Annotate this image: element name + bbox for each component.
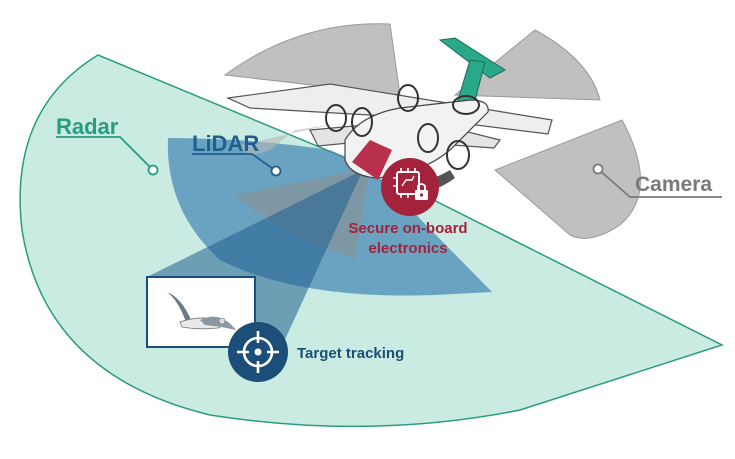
radar-label: Radar — [56, 114, 119, 139]
rotor — [417, 123, 439, 153]
secure-label-line1: Secure on-board — [348, 220, 468, 237]
drone-nose-electronics — [352, 140, 392, 180]
tracking-beam — [147, 170, 363, 372]
callout-lines — [56, 136, 722, 198]
rotor — [325, 104, 347, 132]
radar-callout-dot — [147, 164, 159, 176]
rotor — [452, 95, 480, 115]
radar-callout-line — [56, 136, 154, 171]
chip-lock-icon — [381, 158, 439, 216]
secure-electronics-label: Secure on-board electronics — [333, 219, 483, 259]
lidar-label: LiDAR — [192, 131, 260, 156]
crosshair-icon — [228, 322, 288, 382]
seagull-wing-right — [200, 316, 236, 330]
camera-coverage-right — [494, 119, 641, 239]
secure-label-line2: electronics — [368, 240, 448, 257]
camera-callout-line — [597, 168, 722, 198]
seagull-head — [218, 317, 226, 325]
camera-coverage-top — [223, 23, 401, 96]
target-tracking-label: Target tracking — [297, 345, 405, 362]
camera-coverage-left — [240, 125, 330, 154]
rotor — [351, 107, 373, 137]
rotor — [397, 84, 419, 112]
lidar-callout-line — [192, 153, 277, 172]
lidar-callout-dot — [270, 165, 282, 177]
rotor-set — [325, 84, 480, 170]
camera-label: Camera — [635, 173, 713, 196]
camera-coverage-right-upper — [453, 29, 601, 101]
rotor — [446, 140, 470, 170]
seagull-wing-left — [167, 292, 192, 322]
camera-callout-dot — [592, 163, 604, 175]
